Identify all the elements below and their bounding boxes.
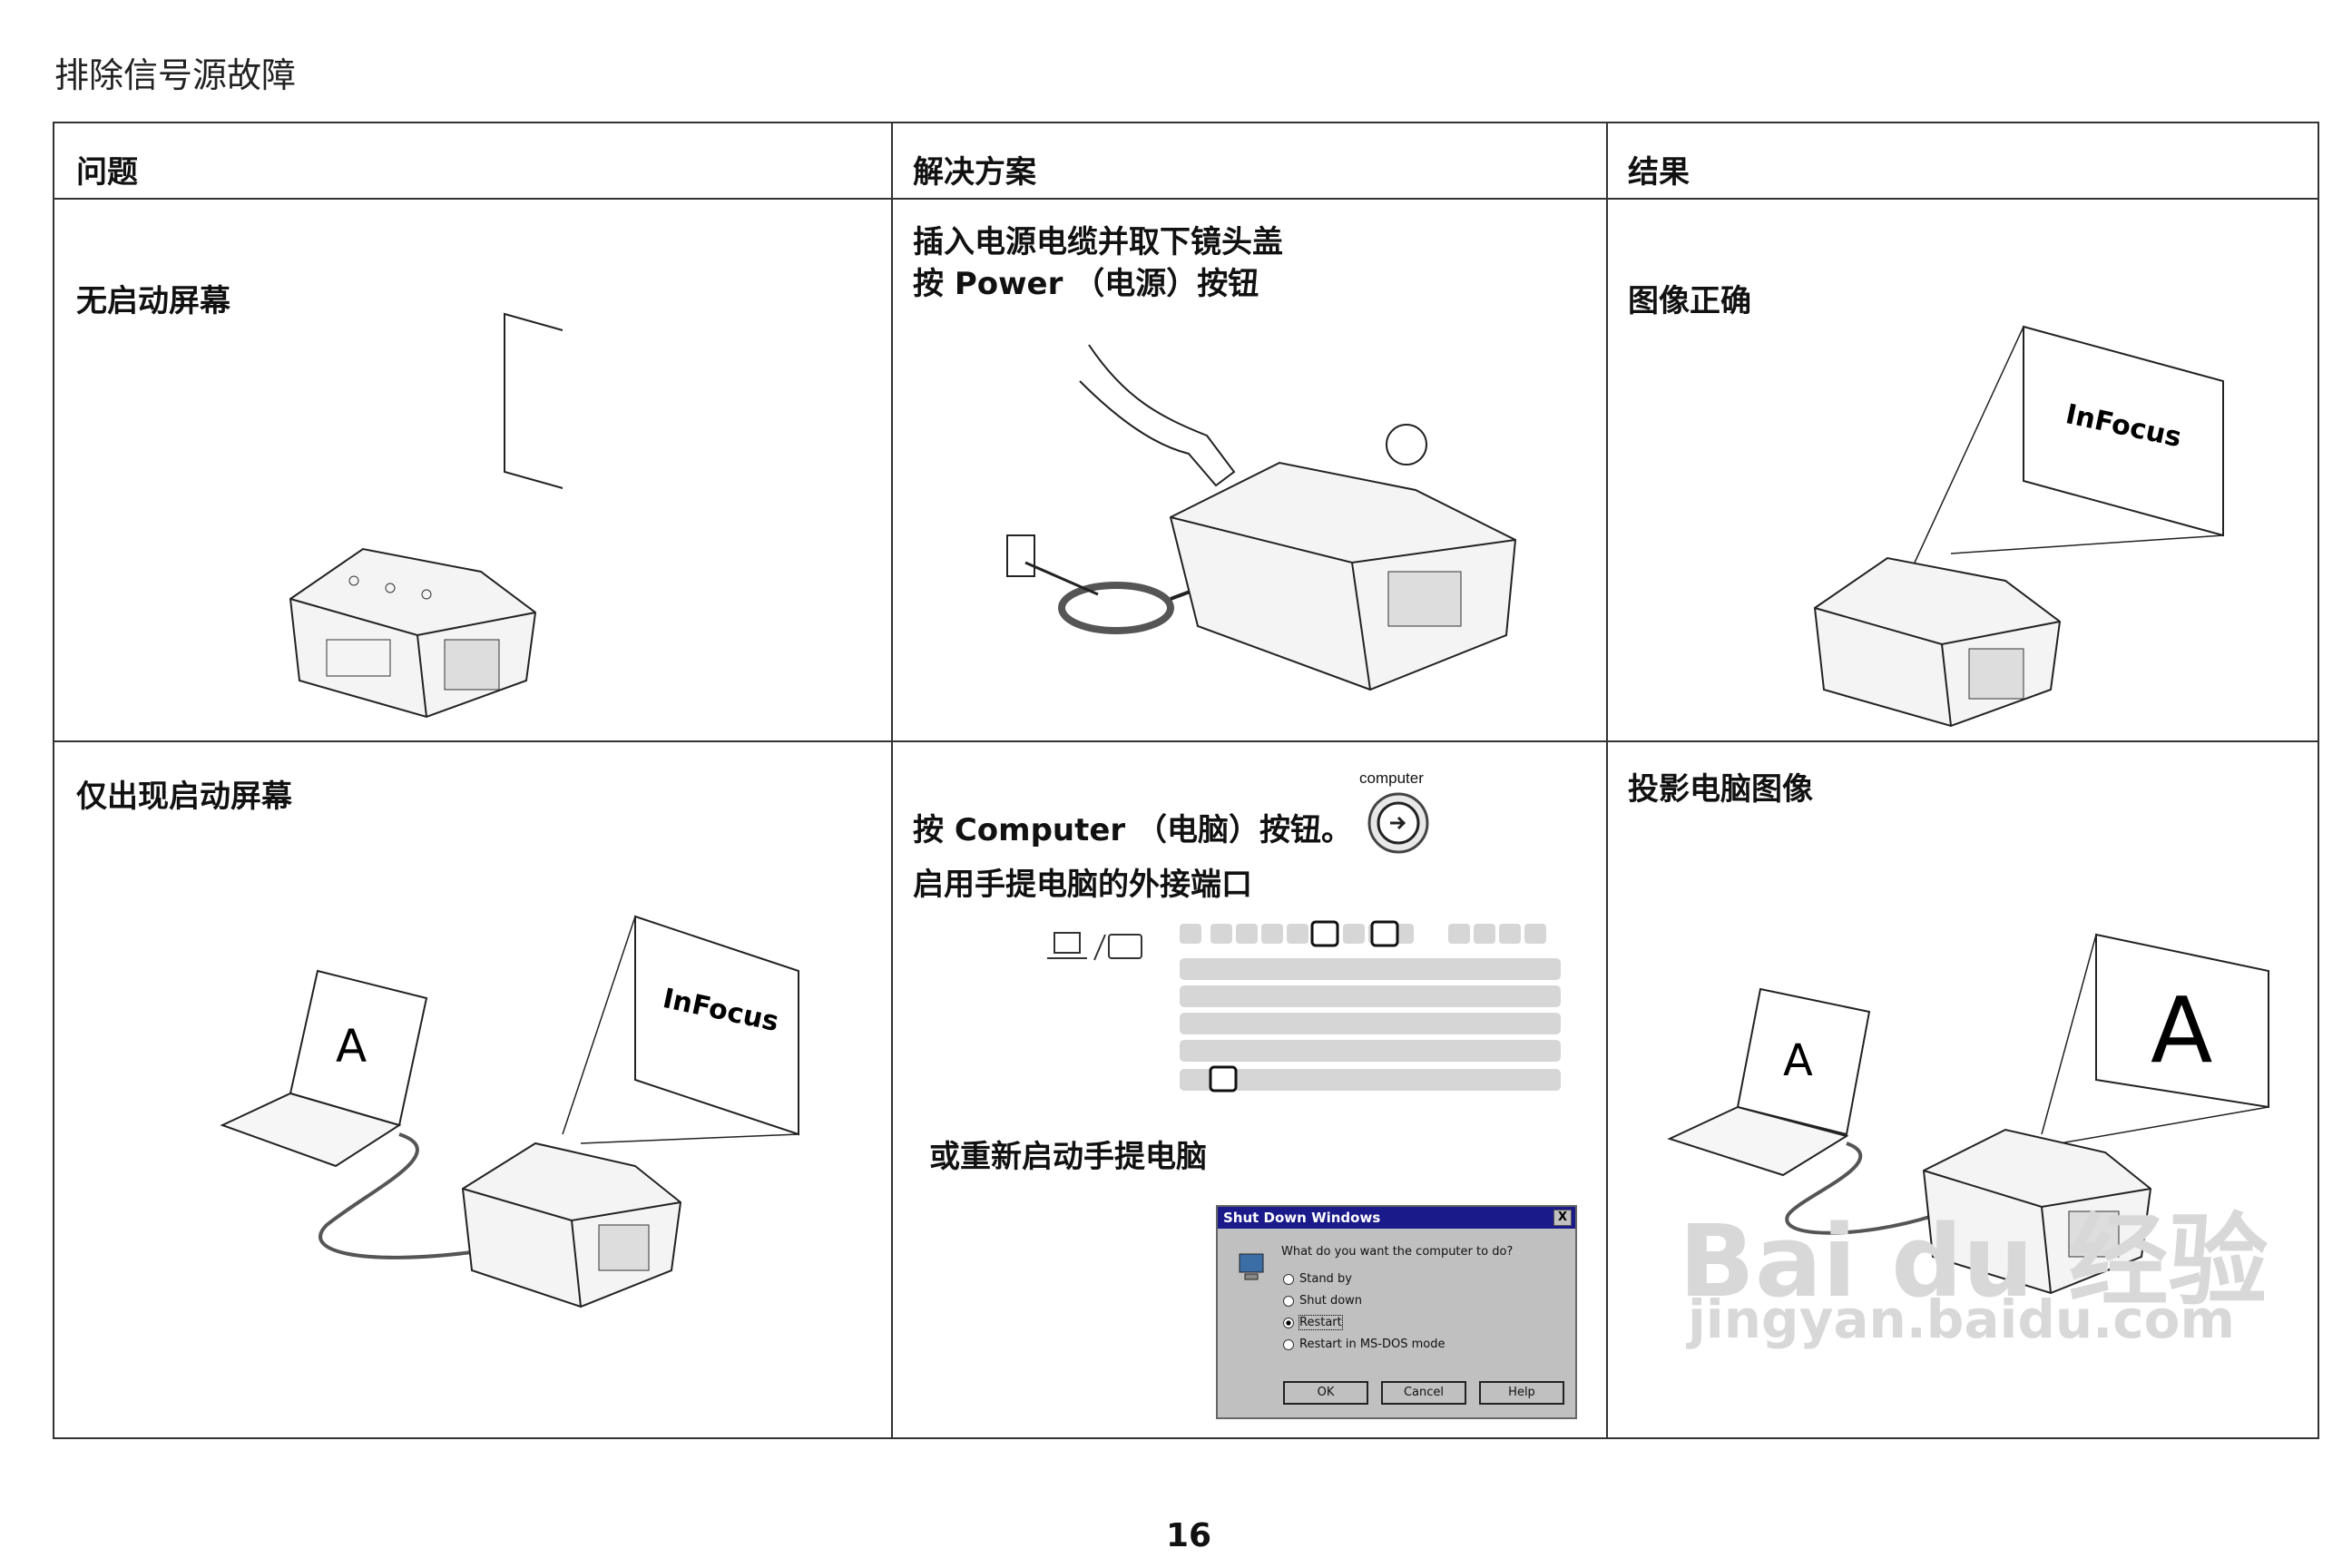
infocus-projection-illustration: InFocus — [1813, 325, 2224, 728]
fn-key-highlight — [1209, 1065, 1238, 1093]
computer-icon — [1239, 1253, 1264, 1280]
column-divider — [891, 123, 893, 1437]
lens-cap-icon — [1386, 424, 1427, 466]
dialog-question: What do you want the computer to do? — [1281, 1245, 1514, 1259]
laptop-projection-illustration: A A — [1667, 933, 2269, 1295]
row2-solution-line2: 启用手提电脑的外接端口 — [913, 867, 1252, 903]
cancel-button[interactable]: Cancel — [1381, 1381, 1466, 1405]
header-divider — [54, 198, 2318, 200]
dialog-close-button[interactable]: X — [1553, 1210, 1572, 1226]
row2-solution-line3: 或重新启动手提电脑 — [929, 1139, 1207, 1175]
row1-result: 图像正确 — [1628, 283, 1751, 319]
computer-button-icon[interactable] — [1367, 791, 1430, 855]
watermark-url: jingyan.baidu.com — [1688, 1289, 2235, 1350]
row1-problem: 无启动屏幕 — [76, 283, 230, 319]
row-divider — [54, 740, 2318, 742]
row2-solution-line1: 按 Computer （电脑）按钮。 — [913, 812, 1353, 848]
keyboard-illustration — [1047, 920, 1561, 1093]
power-cable-icon — [1058, 582, 1174, 634]
laptop-keyboard — [220, 1092, 402, 1168]
laptop-infocus-illustration: InFocus A — [220, 915, 799, 1308]
wall-outlet-icon — [1006, 534, 1035, 577]
row2-result: 投影电脑图像 — [1628, 771, 1813, 808]
projector-icon — [1813, 556, 2062, 728]
projector-icon — [289, 547, 537, 719]
page-number: 16 — [1165, 1517, 1212, 1554]
projector-icon — [1169, 461, 1517, 691]
row2-problem: 仅出现启动屏幕 — [76, 779, 292, 815]
hand-icon — [1079, 344, 1236, 487]
option-restart[interactable]: Restart — [1283, 1315, 1343, 1330]
option-restart-msdos[interactable]: Restart in MS-DOS mode — [1283, 1338, 1446, 1351]
power-cord-projector-illustration — [1006, 344, 1517, 691]
laptop-screen — [1736, 987, 1871, 1136]
option-stand-by[interactable]: Stand by — [1283, 1272, 1352, 1286]
row1-solution-line1: 插入电源电缆并取下镜头盖 — [913, 224, 1283, 260]
vga-cable — [318, 1132, 473, 1259]
header-solution: 解决方案 — [913, 154, 1036, 191]
page-title: 排除信号源故障 — [54, 55, 297, 95]
laptop-monitor-fn-icon — [1047, 932, 1142, 961]
laptop-keyboard — [1667, 1105, 1849, 1177]
fn-key-highlight — [1310, 920, 1339, 947]
column-divider — [1606, 123, 1608, 1437]
troubleshooting-table: 问题 解决方案 结果 无启动屏幕 插入电源电缆并取下镜头盖 按 Power （电… — [53, 122, 2319, 1439]
header-problem: 问题 — [76, 154, 138, 191]
watermark-brand: Bai du 经验 — [1679, 1203, 2269, 1319]
row1-solution-line2: 按 Power （电源）按钮 — [913, 266, 1259, 302]
header-result: 结果 — [1628, 154, 1690, 191]
vga-cable — [1785, 1142, 1934, 1235]
computer-button-label: computer — [1359, 769, 1424, 787]
help-button[interactable]: Help — [1479, 1381, 1564, 1405]
dialog-title: Shut Down Windows X — [1218, 1207, 1575, 1229]
shutdown-dialog: Shut Down Windows X What do you want the… — [1216, 1205, 1577, 1419]
ok-button[interactable]: OK — [1283, 1381, 1368, 1405]
laptop-screen-letter: A — [336, 1020, 367, 1073]
laptop-screen-letter: A — [1783, 1035, 1813, 1086]
blank-screen-projector-illustration — [289, 312, 563, 719]
option-shut-down[interactable]: Shut down — [1283, 1294, 1362, 1308]
projected-letter: A — [2151, 977, 2212, 1083]
fn-key-highlight — [1370, 920, 1399, 947]
